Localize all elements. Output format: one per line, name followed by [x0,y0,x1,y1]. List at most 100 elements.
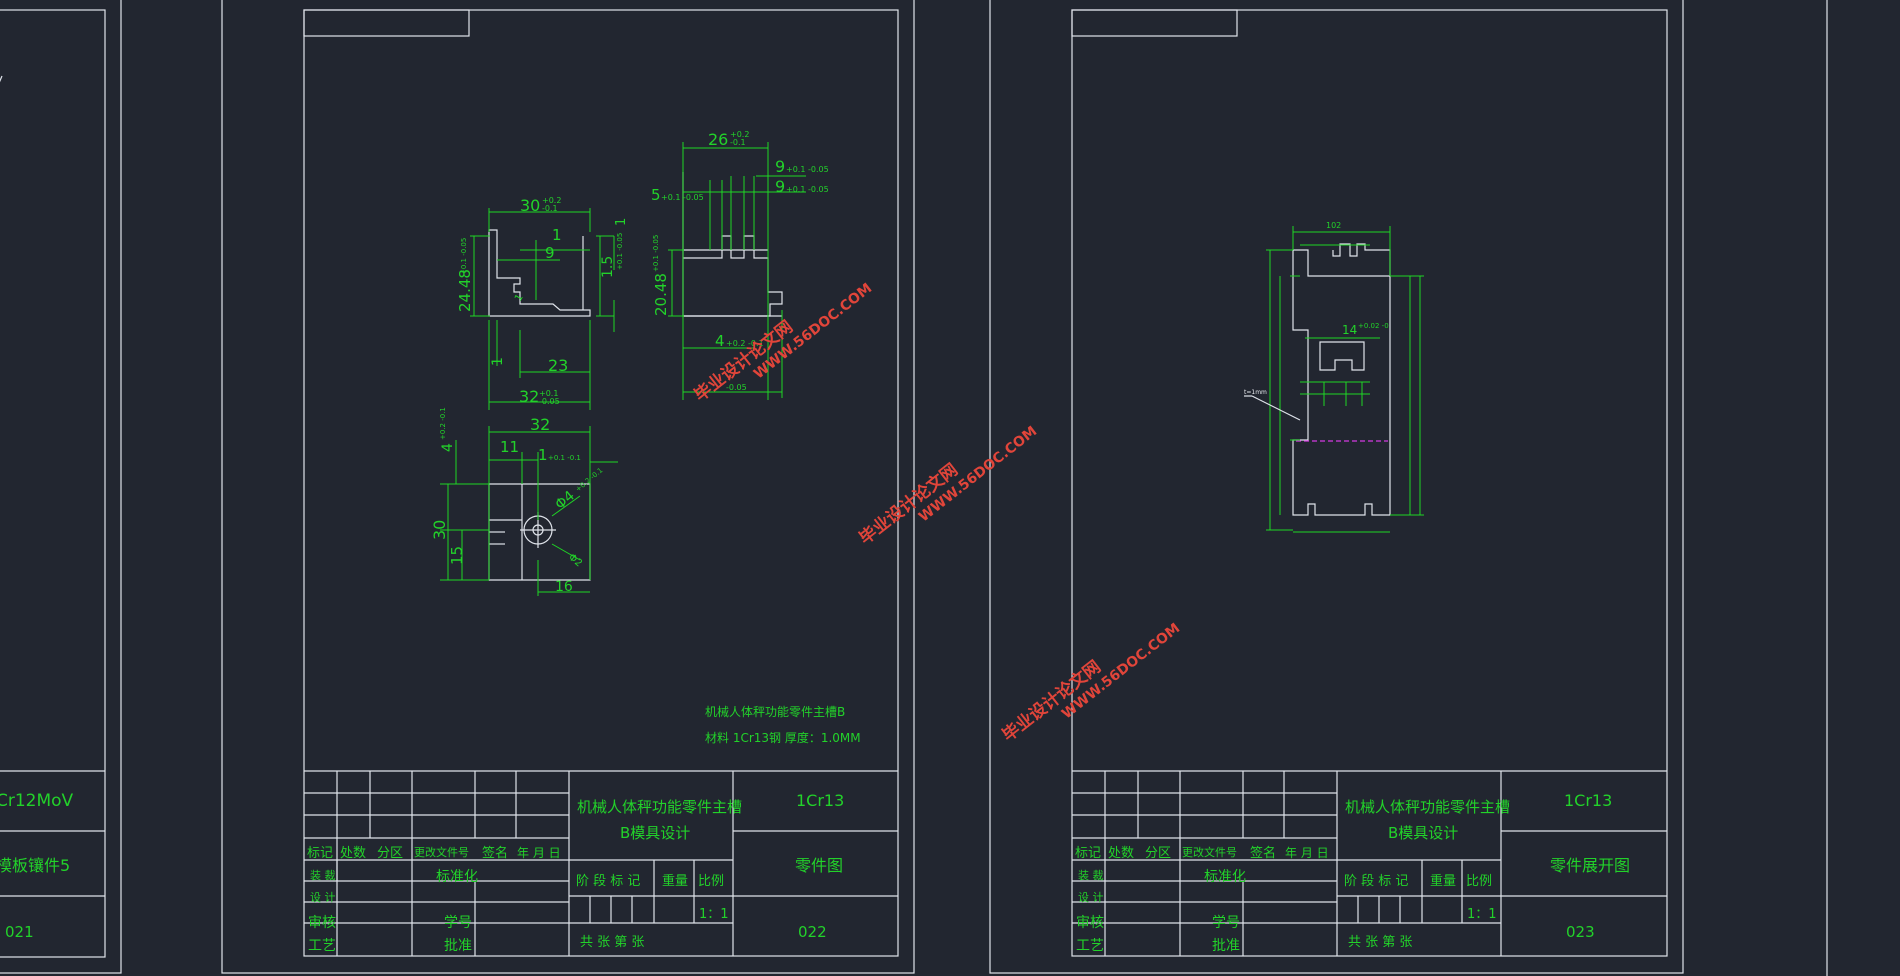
dim-9b-tol: +0.1 -0.05 [786,185,829,194]
front-view: 30 +0.2 -0.1 1 9 23 32 +0.1 -0.05 24.48 … [456,196,624,410]
project-title-2: B模具设计 [620,824,690,842]
dim-9: 9 [545,244,555,262]
dim-26-tol-dn: -0.1 [730,138,746,147]
watermark-2: 毕业设计论文网 WWW.56DOC.COM [855,423,1040,549]
dim-16: 16 [555,579,573,595]
dim-1b-tol: +0.1 -0.1 [548,454,581,462]
sheet-022-title-texts: 标记 处数 分区 更改文件号 签名 年 月 日 装 裁 标准化 设 计 审核 学… [307,704,861,954]
label-design: 设 计 [310,891,336,904]
dim-30-tol-dn: -0.1 [542,204,558,213]
flat-leader-label: t=1mm [1244,389,1267,396]
label-weight: 重量 [662,873,688,889]
label-signature-2: 签名 [1250,845,1276,861]
scale-value: 1：1 [699,907,729,922]
label-zone: 分区 [377,846,403,861]
scale-value-023: 1：1 [1467,907,1497,922]
label-date-2: 年 月 日 [1285,846,1329,860]
label-change-doc: 更改文件号 [414,845,469,859]
dim-20-48: 20.48 [652,273,670,316]
dim-1-side: 1 [614,218,629,226]
dim-1-5: 1.5 [600,256,616,278]
watermark-3: 毕业设计论文网 WWW.56DOC.COM [998,620,1183,746]
sheet-023-title-texts: 标记 处数 分区 更改文件号 签名 年 月 日 装 裁 标准化 设 计 审核 学… [1075,791,1630,954]
label-process: 工艺 [308,938,336,954]
sheet-023-code-box [1071,9,1238,37]
drawing-name-023: 零件展开图 [1550,856,1630,875]
dim-1-left: 1 [490,357,506,366]
sheet-022: 标记 处数 分区 更改文件号 签名 年 月 日 装 裁 标准化 设 计 审核 学… [303,9,899,957]
dim-1b: 1 [538,446,548,464]
flat-d14-tol: +0.02 -0 [1358,322,1389,330]
dim-26-tol-up: +0.2 [730,130,749,139]
drawing-name: 零件图 [795,856,843,875]
left-material: Cr12MoV [0,791,74,811]
dim-32-top: 32 [519,387,539,406]
label-drawn: 装 裁 [310,869,336,882]
dim-32: 32 [530,415,550,434]
label-mark-2: 标记 [1075,846,1101,861]
dim-24-48-tol: +0.1 -0.05 [460,238,468,275]
material-value: 1Cr13 [796,791,844,810]
label-process-2: 工艺 [1076,938,1104,954]
dim-24-48: 24.48 [456,269,474,312]
dim-30v: 30 [430,520,449,540]
label-mark: 标记 [307,846,333,861]
label-date: 年 月 日 [517,846,561,860]
sheet-022-border [303,9,899,957]
dim-9a-tol: +0.1 -0.05 [786,165,829,174]
label-count: 处数 [340,846,366,861]
drawing-no-023: 023 [1566,923,1595,941]
dim-32-tol-dn: -0.05 [539,397,560,406]
left-partial-title-block: Cr12MoV 模板镶件5 021 [0,75,105,941]
project-title-2-023: B模具设计 [1388,824,1458,842]
label-change-doc-2: 更改文件号 [1182,845,1237,859]
label-zone-2: 分区 [1145,846,1171,861]
dim-2: 1 [513,292,526,303]
material-note: 材料 1Cr13钢 厚度：1.0MM [705,730,861,745]
dim-phi4: Φ4 [552,488,578,513]
label-review-2: 审核 [1076,915,1104,931]
flat-width: 102 [1326,221,1341,230]
dim-4-tol: +0.2 -0.1 [726,339,764,348]
front-view-bottom: 32 [488,415,591,440]
label-ratio-2: 比例 [1466,874,1492,889]
sheet-022-title-block [304,770,898,956]
label-stage-mark-2: 阶 段 标 记 [1344,874,1408,889]
dim-30: 30 [520,196,540,215]
dim-1-5-tol: +0.1 -0.05 [616,233,624,270]
left-part-name: 模板镶件5 [0,856,70,875]
label-standardization: 标准化 [436,869,478,885]
label-approve-2: 批准 [1212,938,1240,954]
sheet-022-code-box [303,9,470,37]
dim-9b: 9 [775,177,785,196]
material-value-023: 1Cr13 [1564,791,1612,810]
label-ratio: 比例 [698,874,724,889]
sheet-023-title-block [1072,770,1667,956]
dim-9a: 9 [775,157,785,176]
label-stage-mark: 阶 段 标 记 [576,874,640,889]
dim-085: -0.05 [726,383,747,392]
sheet-frames [0,0,1828,976]
label-drawn-2: 装 裁 [1078,869,1104,882]
label-standardization-2: 标准化 [1204,869,1246,885]
label-count-2: 处数 [1108,846,1134,861]
dim-phi4-tol: +0.2 -0.1 [574,466,604,493]
side-view: 26 +0.2 -0.1 9 +0.1 -0.05 9 +0.1 -0.05 5… [614,130,829,400]
sheet-023-border [1071,9,1668,957]
dim-32-tol-up: +0.1 [539,389,558,398]
label-student-id-2: 学号 [1212,915,1240,931]
label-review: 审核 [308,915,336,931]
label-student-id: 学号 [444,915,472,931]
flat-d14: 14 [1342,323,1357,337]
left-drawing-no: 021 [5,923,34,941]
label-signature: 签名 [482,845,508,861]
dim-23: 23 [548,356,568,375]
dim-26: 26 [708,130,728,149]
sheet-023: 标记 处数 分区 更改文件号 签名 年 月 日 装 裁 标准化 设 计 审核 学… [1071,9,1668,957]
label-total-sheets: 共 张 第 张 [580,935,644,950]
bottom-view: 11 1 +0.1 -0.1 16 30 15 4 +0.2 -0.1 Φ4 +… [430,407,618,596]
dim-1: 1 [552,226,562,244]
label-weight-2: 重量 [1430,873,1456,889]
dim-5: 5 [651,186,661,204]
